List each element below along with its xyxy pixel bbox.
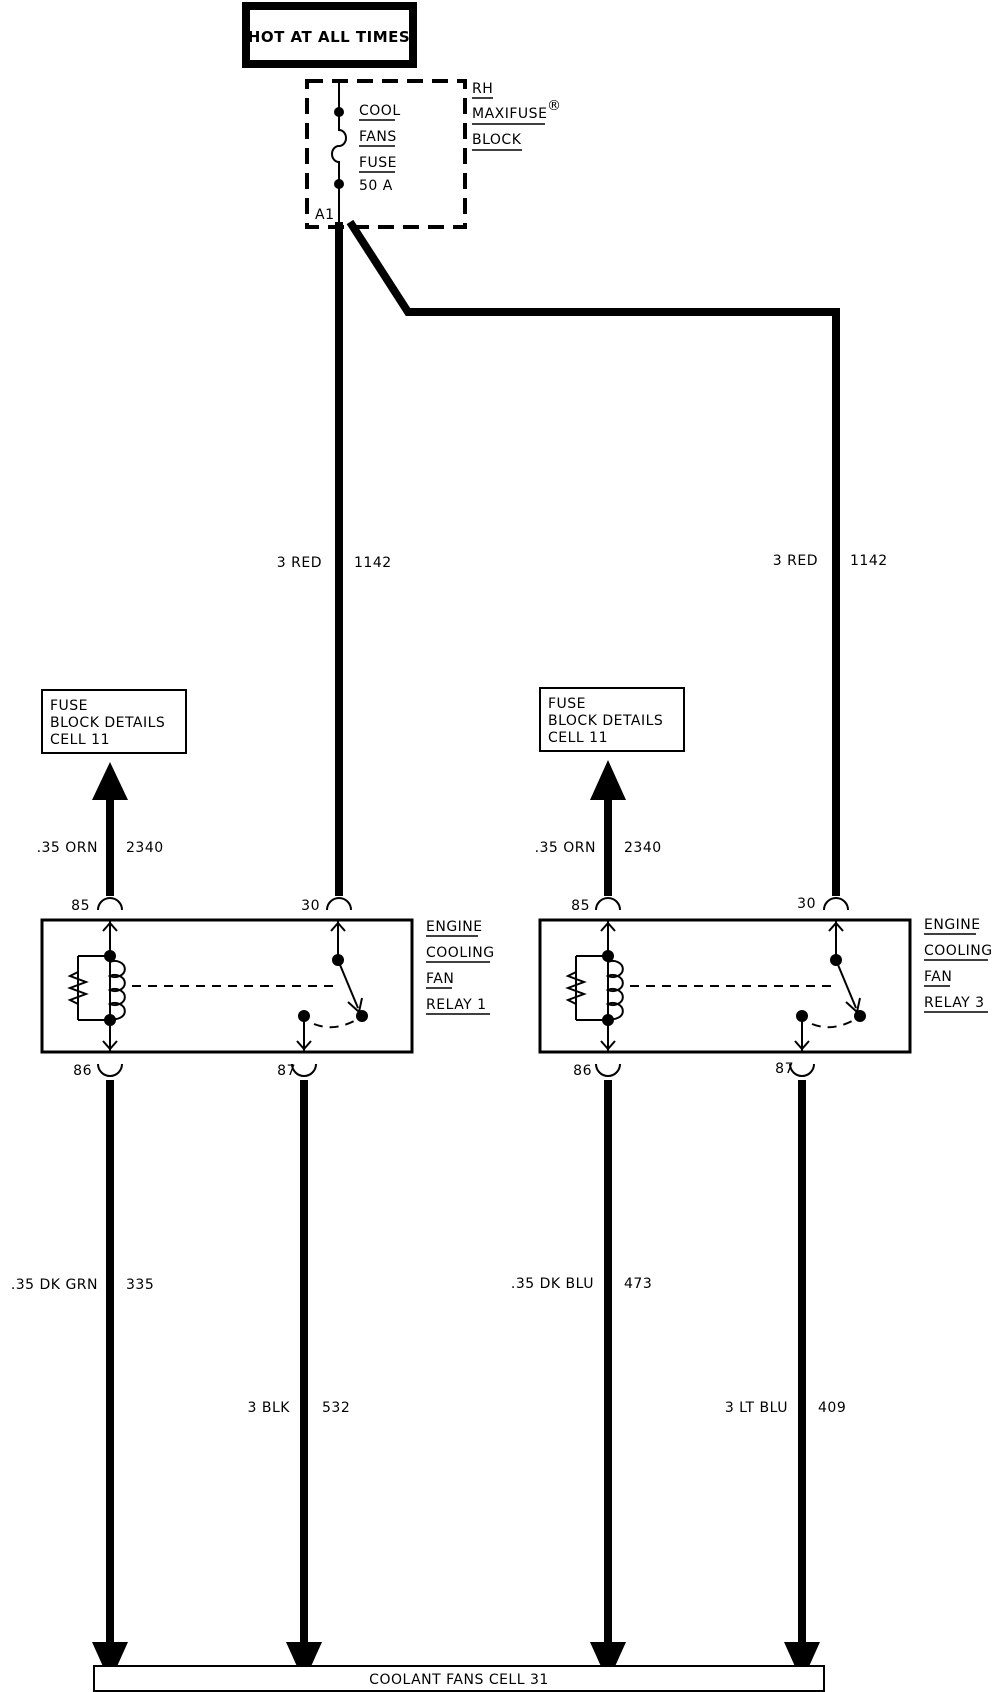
feed-wire-right: 3 RED 1142 [346, 219, 888, 896]
relay-1-wire-87-circuit: 532 [322, 1400, 350, 1416]
relay-3-ref-box: FUSE BLOCK DETAILS CELL 11 [539, 687, 685, 752]
relay-1-name-line-1: ENGINE [426, 919, 483, 935]
relay-1-pin-30: 30 [301, 898, 320, 914]
destination-label: COOLANT FANS CELL 31 [369, 1672, 549, 1688]
fuse-label-line-3: FUSE [359, 155, 397, 171]
relay-3-name-line-3: FAN [924, 969, 952, 985]
maxifuse-block: RH MAXIFUSE ® BLOCK COOL FANS FUSE 50 A … [305, 79, 562, 229]
power-source-box: HOT AT ALL TIMES [242, 2, 417, 68]
maxifuse-name-line-1: RH [472, 81, 493, 97]
relay-1-ref-line-1: FUSE [50, 698, 88, 714]
relay-1-wire-87-gauge: 3 BLK [248, 1400, 291, 1416]
power-source-label: HOT AT ALL TIMES [248, 28, 410, 46]
relay-3-pin-87: 87 [775, 1061, 794, 1077]
relay-1-ref-box: FUSE BLOCK DETAILS CELL 11 [41, 689, 187, 754]
relay-3-name-line-1: ENGINE [924, 917, 981, 933]
relay-1-pin-87: 87 [277, 1063, 296, 1079]
relay-1-wire-86-gauge: .35 DK GRN [11, 1277, 98, 1293]
relay-3-ref-line-1: FUSE [548, 696, 586, 712]
relay-3: FUSE BLOCK DETAILS CELL 11 .35 ORN 2340 … [511, 687, 992, 1682]
relay-3-wire-85-circuit: 2340 [624, 840, 662, 856]
feed-wire-left-gauge: 3 RED [277, 555, 322, 571]
relay-1-ref-line-2: BLOCK DETAILS [50, 715, 165, 731]
feed-wire-right-circuit: 1142 [850, 553, 888, 569]
maxifuse-name-line-3: BLOCK [472, 132, 522, 148]
relay-1-pin-86: 86 [73, 1063, 92, 1079]
relay-1-name-line-3: FAN [426, 971, 454, 987]
relay-3-ref-line-2: BLOCK DETAILS [548, 713, 663, 729]
relay-3-ref-line-3: CELL 11 [548, 730, 608, 746]
feed-wire-left: 3 RED 1142 [277, 222, 392, 896]
relay-3-pin-85: 85 [571, 898, 590, 914]
feed-wire-right-gauge: 3 RED [773, 553, 818, 569]
relay-1-name-line-4: RELAY 1 [426, 997, 487, 1013]
relay-1-wire-85-circuit: 2340 [126, 840, 164, 856]
relay-1-ref-line-3: CELL 11 [50, 732, 110, 748]
destination-box: COOLANT FANS CELL 31 [93, 1665, 825, 1692]
relay-3-wire-87-circuit: 409 [818, 1400, 846, 1416]
registered-mark: ® [547, 98, 562, 114]
fuse-terminal-label: A1 [315, 207, 334, 223]
fuse-label-line-4: 50 A [359, 178, 393, 194]
relay-1: FUSE BLOCK DETAILS CELL 11 .35 ORN 2340 … [11, 689, 495, 1682]
relay-3-wire-87-gauge: 3 LT BLU [725, 1400, 788, 1416]
fuse-label-line-1: COOL [359, 103, 401, 119]
fuse-label-line-2: FANS [359, 129, 397, 145]
relay-3-wire-86-gauge: .35 DK BLU [511, 1276, 594, 1292]
relay-1-name-line-2: COOLING [426, 945, 495, 961]
relay-3-name-line-4: RELAY 3 [924, 995, 985, 1011]
maxifuse-name-line-2: MAXIFUSE [472, 106, 547, 122]
relay-1-wire-85-gauge: .35 ORN [37, 840, 98, 856]
feed-wire-left-circuit: 1142 [354, 555, 392, 571]
relay-3-name-line-2: COOLING [924, 943, 992, 959]
relay-3-pin-86: 86 [573, 1063, 592, 1079]
relay-3-pin-30: 30 [797, 896, 816, 912]
relay-3-wire-85-gauge: .35 ORN [535, 840, 596, 856]
relay-1-pin-85: 85 [71, 898, 90, 914]
relay-1-wire-86-circuit: 335 [126, 1277, 154, 1293]
relay-3-wire-86-circuit: 473 [624, 1276, 652, 1292]
